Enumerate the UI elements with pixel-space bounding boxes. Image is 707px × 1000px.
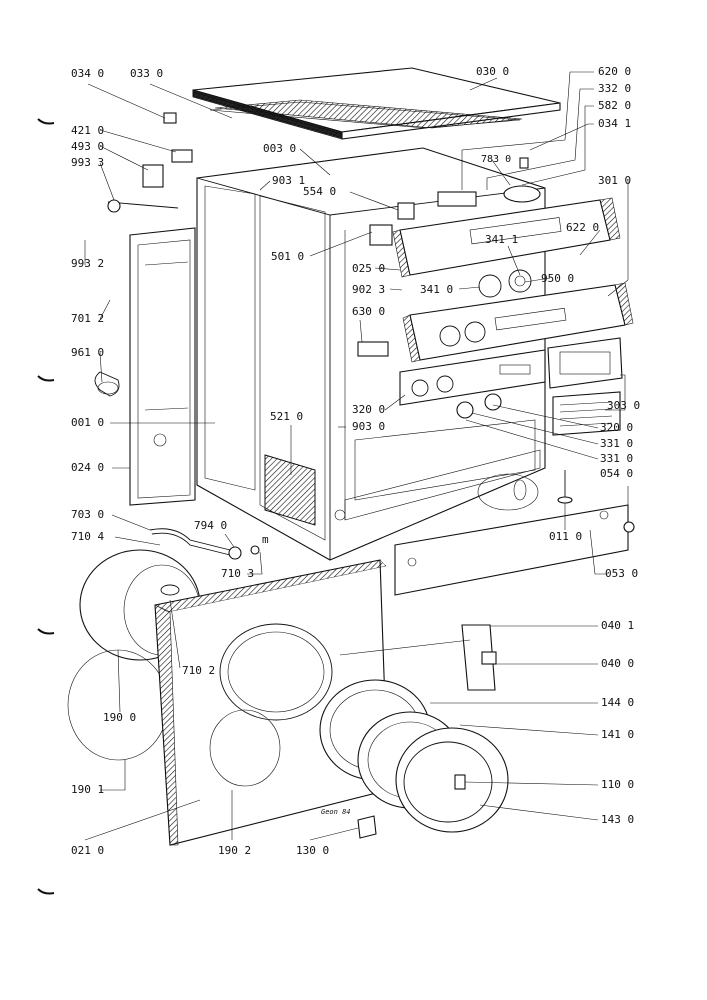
label-034-0: 034 0 <box>71 67 105 80</box>
label-620-0: 620 0 <box>598 65 632 78</box>
label-501-0: 501 0 <box>271 250 305 263</box>
label-950-0: 950 0 <box>541 272 575 285</box>
label-320-0-b: 320 0 <box>600 421 634 434</box>
clip-034-1 <box>519 157 529 169</box>
box-303 <box>547 337 623 436</box>
label-710-3: 710 3 <box>221 567 255 580</box>
label-993-2: 993 2 <box>71 257 105 270</box>
module-521 <box>264 454 316 526</box>
hose-703 <box>149 528 231 551</box>
label-141-0: 141 0 <box>601 728 635 741</box>
label-710-2: 710 2 <box>182 664 216 677</box>
label-554-0: 554 0 <box>303 185 337 198</box>
label-703-0: 703 0 <box>71 508 105 521</box>
control-panel <box>392 197 621 298</box>
label-130-0: 130 0 <box>296 844 330 857</box>
label-301-0: 301 0 <box>598 174 632 187</box>
label-m: m <box>262 533 269 546</box>
label-021-0: 021 0 <box>71 844 105 857</box>
label-622-0: 622 0 <box>566 221 600 234</box>
cap-421 <box>171 149 193 163</box>
screw-054 <box>623 521 635 533</box>
part-501 <box>369 224 393 246</box>
fascia-301 <box>402 282 634 363</box>
label-421-0: 421 0 <box>71 124 105 137</box>
panel-320 <box>399 349 546 406</box>
switch-493 <box>142 164 164 188</box>
knob-331-b <box>484 393 502 411</box>
label-493-0: 493 0 <box>71 140 105 153</box>
label-331-0-a: 331 0 <box>600 437 634 450</box>
binder-mark-1 <box>37 118 55 125</box>
binder-mark-3 <box>37 628 55 635</box>
label-024-0: 024 0 <box>71 461 105 474</box>
label-303-0: 303 0 <box>607 399 641 412</box>
label-144-0: 144 0 <box>601 696 635 709</box>
binder-mark-4 <box>37 888 55 895</box>
label-320-0-a: 320 0 <box>352 403 386 416</box>
label-003-0: 003 0 <box>263 142 297 155</box>
label-630-0: 630 0 <box>352 305 386 318</box>
door-assembly <box>319 679 509 833</box>
label-341-0: 341 0 <box>420 283 454 296</box>
ring-961 <box>94 371 120 397</box>
label-903-1: 903 1 <box>272 174 306 187</box>
label-143-0: 143 0 <box>601 813 635 826</box>
relay-582 <box>437 191 477 207</box>
label-034-1: 034 1 <box>598 117 632 130</box>
part-630 <box>357 341 389 357</box>
label-190-2: 190 2 <box>218 844 252 857</box>
label-054-0: 054 0 <box>600 467 634 480</box>
label-190-1: 190 1 <box>71 783 105 796</box>
part-554 <box>397 202 415 220</box>
ring-794 <box>228 546 242 560</box>
plinth-053 <box>394 504 629 596</box>
label-701-2: 701 2 <box>71 312 105 325</box>
label-521-0: 521 0 <box>270 410 304 423</box>
label-001-0: 001 0 <box>71 416 105 429</box>
label-033-0: 033 0 <box>130 67 164 80</box>
label-110-0: 110 0 <box>601 778 635 791</box>
label-040-1: 040 1 <box>601 619 635 632</box>
signature: Geon 84 <box>321 808 351 816</box>
binder-mark-2 <box>37 375 55 382</box>
label-903-0: 903 0 <box>352 420 386 433</box>
label-783-0: 783 0 <box>481 154 512 165</box>
label-341-1: 341 1 <box>485 233 519 246</box>
latch-130 <box>357 815 377 839</box>
hinge-040 <box>461 624 496 691</box>
side-door-panel <box>97 227 196 506</box>
label-053-0: 053 0 <box>605 567 639 580</box>
knob-331-a <box>456 401 474 419</box>
label-710-4: 710 4 <box>71 530 105 543</box>
leader-lines <box>84 71 629 841</box>
label-993-3: 993 3 <box>71 156 105 169</box>
label-582-0: 582 0 <box>598 99 632 112</box>
clip-034 <box>163 112 177 124</box>
label-011-0: 011 0 <box>549 530 583 543</box>
label-040-0: 040 0 <box>601 657 635 670</box>
front-panel <box>154 559 389 846</box>
label-190-0: 190 0 <box>103 711 137 724</box>
label-025-0: 025 0 <box>352 262 386 275</box>
top-lid <box>192 67 561 140</box>
seal-190-1 <box>67 649 169 761</box>
label-331-0-b: 331 0 <box>600 452 634 465</box>
motor-783 <box>503 185 541 203</box>
label-961-0: 961 0 <box>71 346 105 359</box>
label-030-0: 030 0 <box>476 65 510 78</box>
label-902-3: 902 3 <box>352 283 386 296</box>
ring-710-3 <box>250 545 260 555</box>
label-332-0: 332 0 <box>598 82 632 95</box>
label-794-0: 794 0 <box>194 519 228 532</box>
